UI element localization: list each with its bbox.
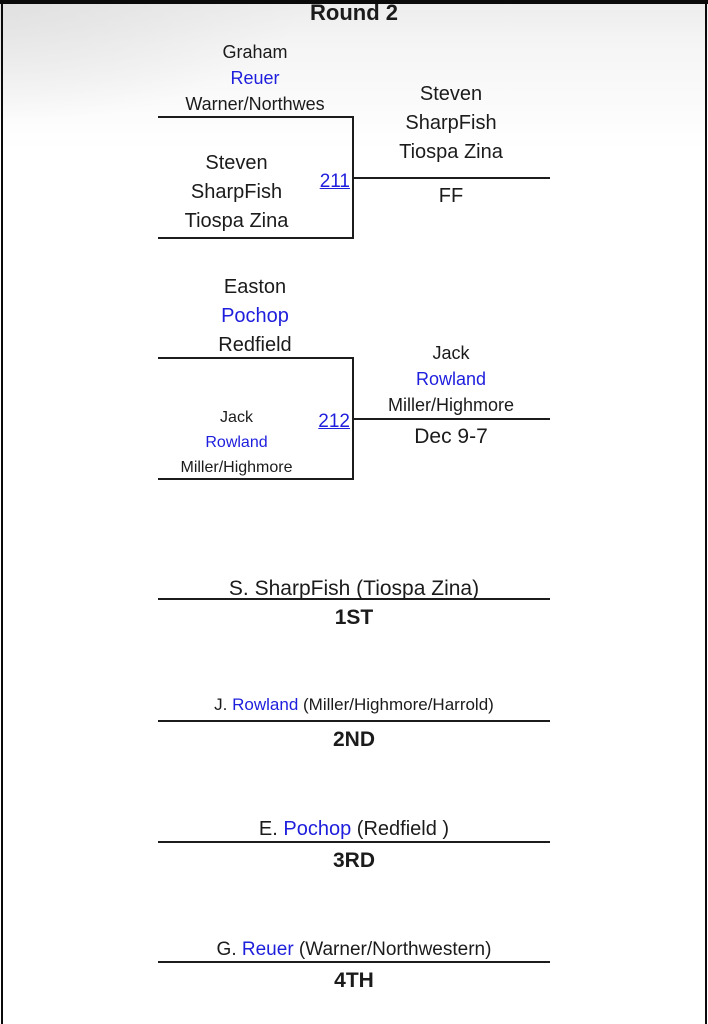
- placer-initial: J.: [214, 695, 228, 714]
- placement-4-name: G. Reuer (Warner/Northwestern): [158, 938, 550, 961]
- match-212-winner-line: [352, 418, 550, 420]
- placer-team: (Warner/Northwestern): [298, 939, 492, 960]
- wrestler-team: Miller/Highmore: [180, 459, 293, 476]
- match-212-top-seed-line: [158, 357, 354, 359]
- placement-4-line: [158, 961, 550, 963]
- match-212-top-seed: Easton Pochop Redfield: [158, 273, 352, 360]
- placer-initial: S.: [228, 577, 249, 600]
- wrestler-last-name-link[interactable]: Pochop: [221, 305, 289, 327]
- match-211-bottom-seed: Steven SharpFish Tiospa Zina: [158, 149, 315, 236]
- match-212-winner: Jack Rowland Miller/Highmore: [352, 340, 550, 418]
- placement-2-rank: 2ND: [332, 728, 375, 751]
- placement-3-line: [158, 841, 550, 843]
- match-211-top-seed: Graham Reuer Warner/Northwes: [158, 39, 352, 117]
- placement-2-line: [158, 720, 550, 722]
- placement-4-rank: 4TH: [334, 969, 374, 992]
- wrestler-first-name: Easton: [223, 276, 287, 298]
- match-212-result: Dec 9-7: [414, 425, 488, 448]
- wrestler-last-name-link[interactable]: Rowland: [205, 434, 268, 451]
- placer-team: (Tiospa Zina): [356, 577, 480, 600]
- winner-first-name: Jack: [432, 343, 470, 363]
- wrestler-team: Warner/Northwes: [185, 94, 325, 114]
- placement-2-name: J. Rowland (Miller/Highmore/Harrold): [158, 694, 550, 716]
- placement-3-rank: 3RD: [332, 849, 375, 872]
- wrestler-team: Redfield: [218, 334, 292, 356]
- winner-last-name-link[interactable]: Rowland: [415, 369, 487, 389]
- match-212-bottom-seed: Jack Rowland Miller/Highmore: [158, 405, 315, 480]
- match-211-result: FF: [438, 185, 464, 207]
- wrestler-first-name: Steven: [205, 152, 268, 174]
- placer-initial: E.: [258, 818, 278, 840]
- winner-team: Tiospa Zina: [399, 141, 503, 163]
- winner-first-name: Steven: [419, 83, 483, 105]
- wrestler-last-name: SharpFish: [190, 181, 283, 203]
- placer-last-name-link[interactable]: Reuer: [241, 939, 294, 960]
- winner-last-name: SharpFish: [405, 112, 497, 134]
- left-border-line: [1, 0, 3, 1024]
- placer-last-name-link[interactable]: Pochop: [283, 818, 352, 840]
- match-211-bottom-seed-line: [158, 237, 354, 239]
- wrestler-team: Tiospa Zina: [184, 210, 289, 232]
- wrestler-last-name-link[interactable]: Reuer: [230, 68, 280, 88]
- match-211-number-link[interactable]: 211: [319, 171, 350, 192]
- winner-team: Miller/Highmore: [387, 395, 515, 415]
- page-title: Round 2: [310, 0, 398, 25]
- wrestler-first-name: Jack: [220, 409, 253, 426]
- placement-1-name: S. SharpFish (Tiospa Zina): [158, 577, 550, 601]
- placer-initial: G.: [216, 939, 237, 960]
- placement-3-name: E. Pochop (Redfield ): [158, 817, 550, 841]
- match-211-winner-line: [352, 177, 550, 179]
- match-211-winner: Steven SharpFish Tiospa Zina: [352, 80, 550, 167]
- placer-team: (Miller/Highmore/Harrold): [303, 695, 494, 714]
- placer-team: (Redfield ): [356, 818, 450, 840]
- placer-last-name-link[interactable]: Rowland: [232, 695, 299, 714]
- wrestler-first-name: Graham: [222, 42, 288, 62]
- placer-last-name: SharpFish: [254, 577, 351, 600]
- placement-1-rank: 1ST: [334, 606, 374, 629]
- right-border-line: [705, 0, 707, 1024]
- top-border-bar: [0, 0, 708, 4]
- match-211-top-seed-line: [158, 116, 354, 118]
- match-212-number-link[interactable]: 212: [318, 411, 350, 432]
- match-212-bottom-seed-line: [158, 478, 354, 480]
- placement-1-line: [158, 598, 550, 600]
